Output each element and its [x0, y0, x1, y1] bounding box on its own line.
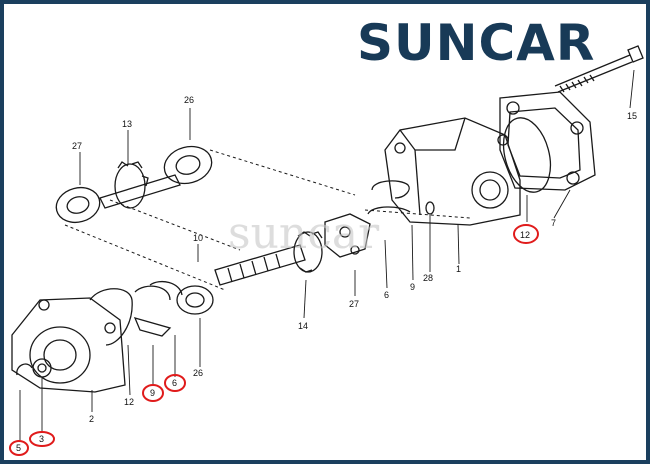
pump-body-part [384, 117, 521, 226]
part-label-5: 5 [16, 443, 21, 453]
highlight-circle [513, 224, 539, 244]
highlight-circle [9, 440, 29, 456]
part-label-6: 6 [384, 290, 389, 300]
highlight-circles [9, 224, 539, 456]
part-label-7: 7 [551, 218, 556, 228]
seal-ring-part [502, 117, 552, 193]
rear-cover-part [499, 91, 596, 191]
wear-plate-part [324, 180, 435, 258]
bushing-part [55, 145, 213, 224]
part-label-3: 3 [39, 434, 44, 444]
part-label-9: 9 [410, 282, 415, 292]
leader-line [19, 69, 635, 440]
bolt-part [554, 45, 644, 93]
front-seal-part [89, 281, 214, 346]
part-label-10: 10 [193, 233, 203, 243]
guide-line [64, 149, 471, 291]
part-label-9: 9 [150, 388, 155, 398]
part-label-14: 14 [298, 321, 308, 331]
front-housing-part [11, 297, 126, 393]
part-label-12: 12 [124, 397, 134, 407]
drive-shaft-part [214, 231, 323, 286]
highlight-circle [164, 374, 186, 392]
part-label-26: 26 [184, 95, 194, 105]
part-label-2: 2 [89, 414, 94, 424]
highlight-circle [29, 431, 55, 447]
watermark: suncar [228, 208, 380, 259]
part-label-27: 27 [349, 299, 359, 309]
part-labels: 26 13 27 10 14 27 6 9 28 1 12 7 15 12 9 … [16, 95, 637, 453]
part-label-26: 26 [193, 368, 203, 378]
part-label-15: 15 [627, 111, 637, 121]
shaft-seal-part [16, 358, 52, 378]
driven-gear-part [99, 161, 181, 209]
part-label-1: 1 [456, 264, 461, 274]
part-label-12: 12 [520, 230, 530, 240]
brand-logo: SUNCAR [357, 14, 596, 72]
part-label-28: 28 [423, 273, 433, 283]
highlight-circle [142, 384, 164, 402]
part-label-6: 6 [172, 378, 177, 388]
part-label-13: 13 [122, 119, 132, 129]
part-label-27: 27 [72, 141, 82, 151]
